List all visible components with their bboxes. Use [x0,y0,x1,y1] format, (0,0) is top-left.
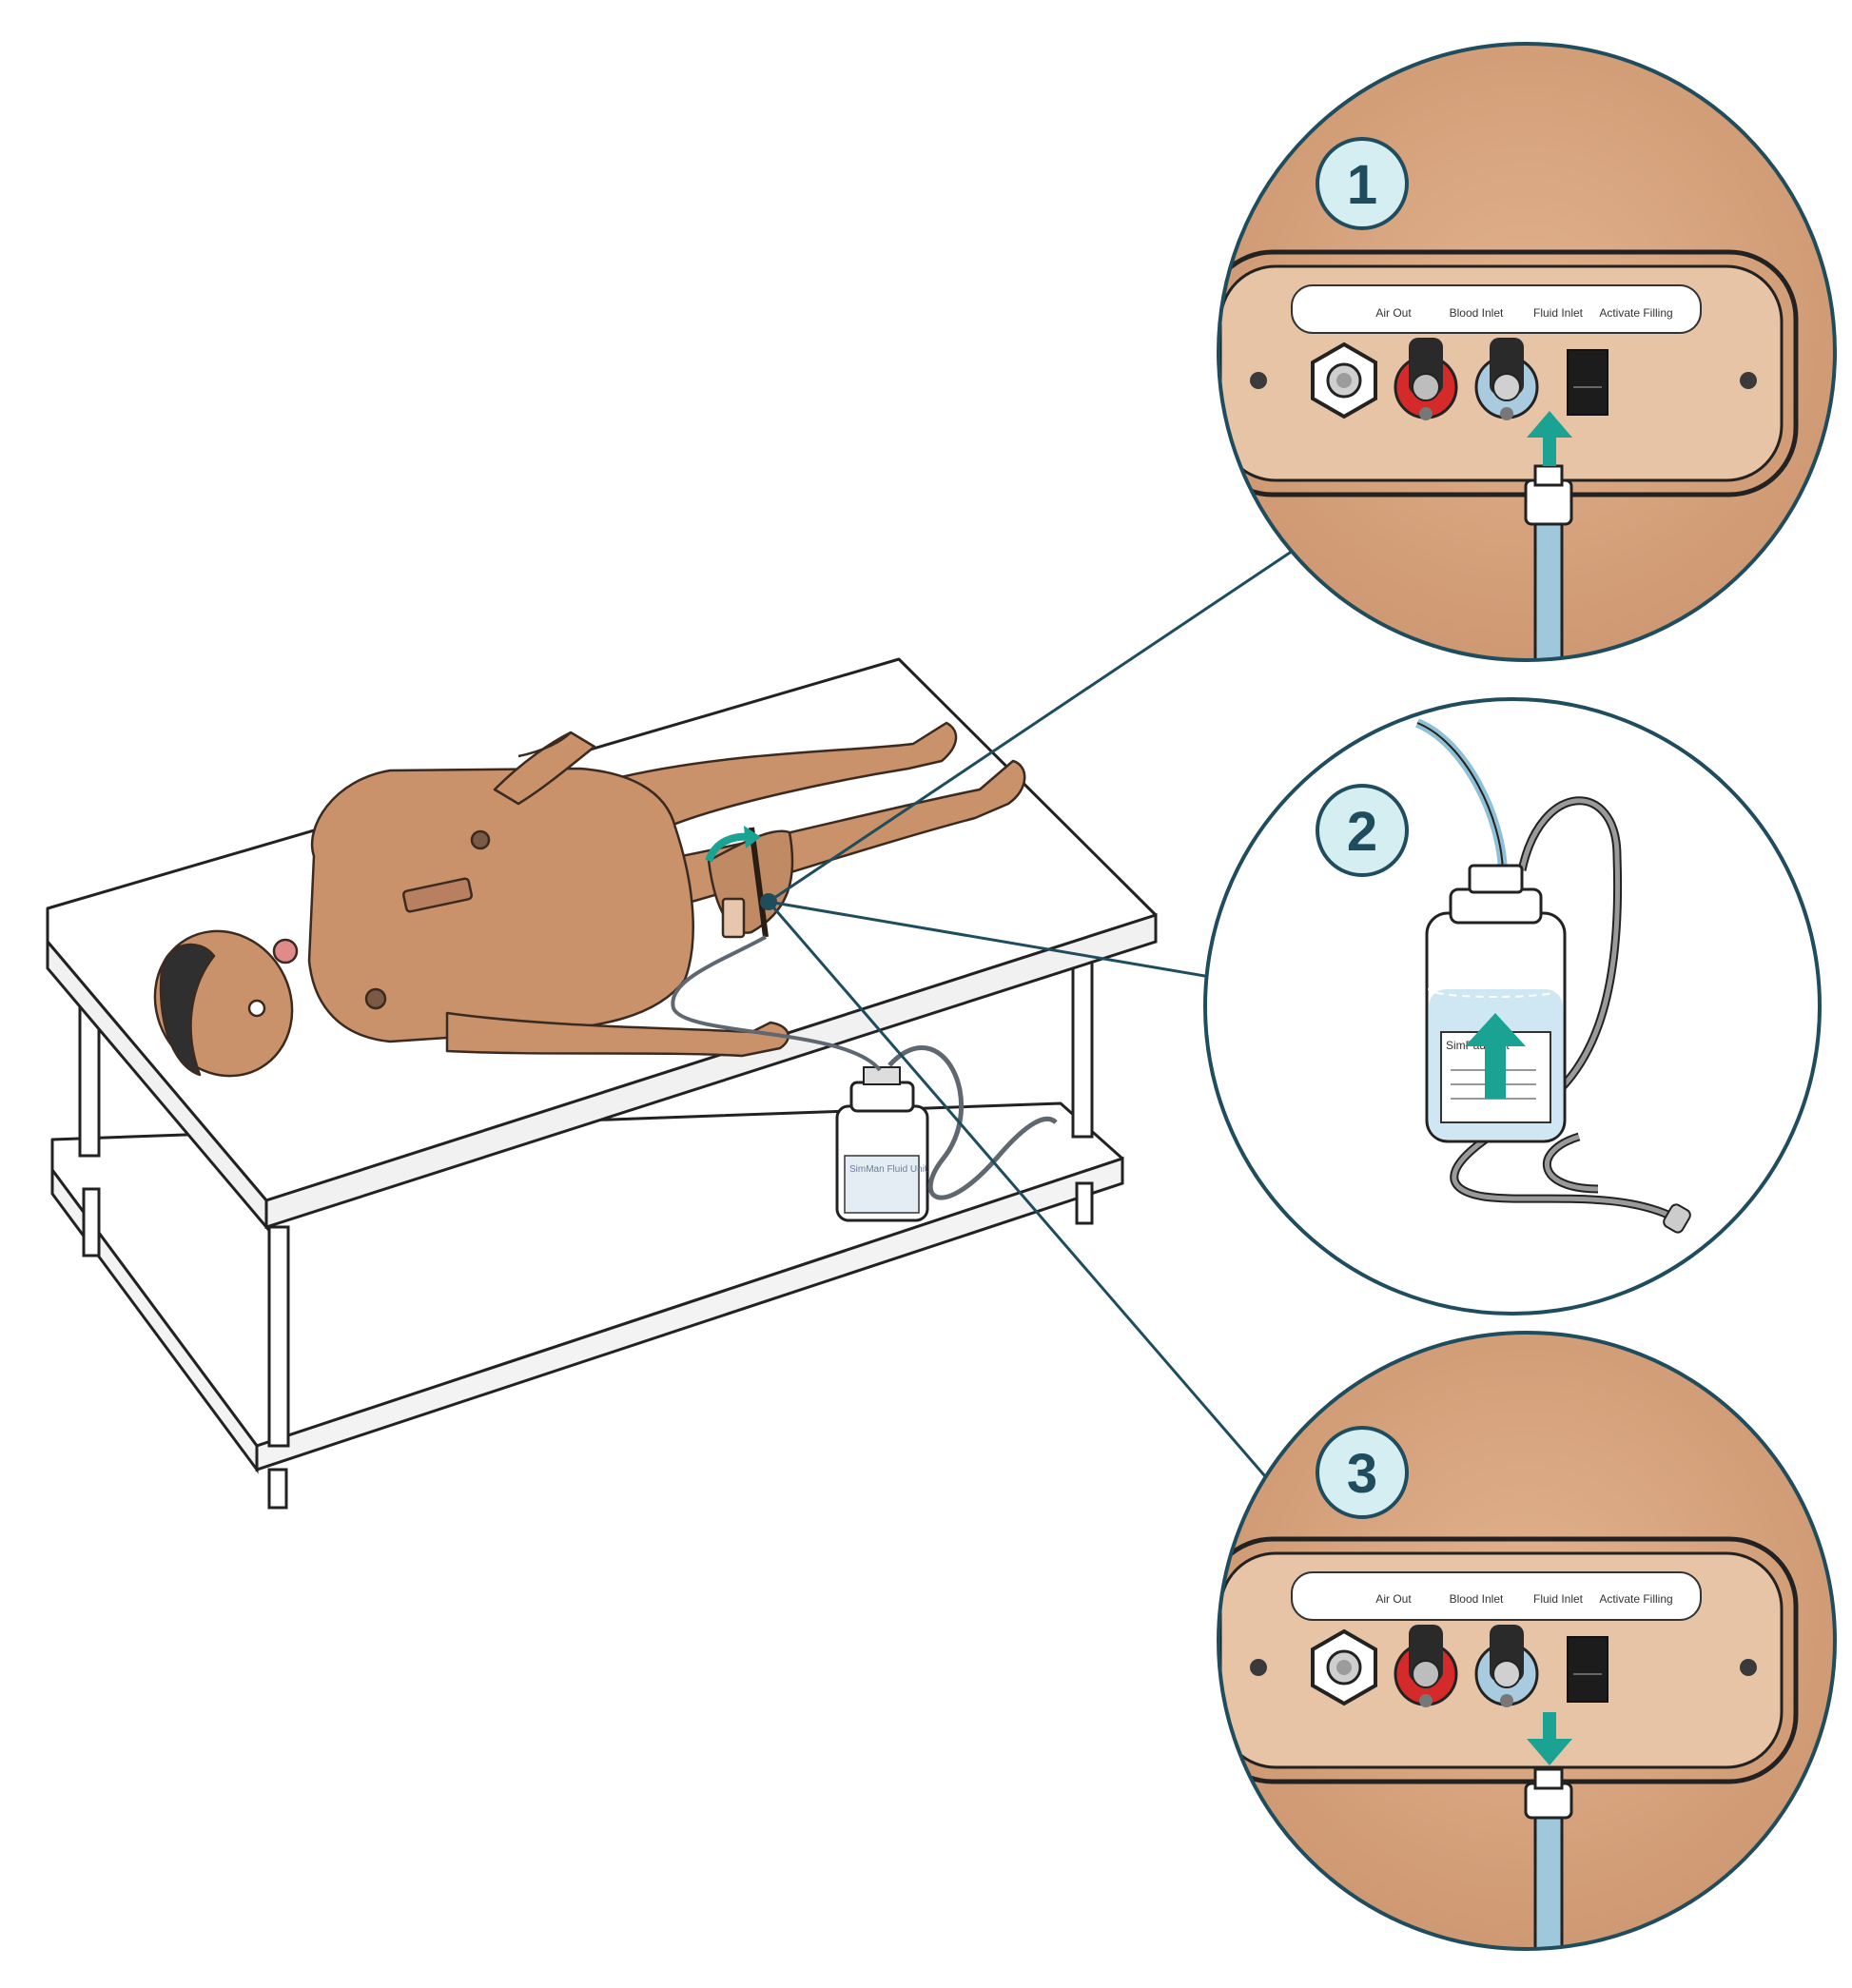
label-blood-inlet: Blood Inlet [1450,306,1504,320]
label-fluid-inlet-3: Fluid Inlet [1533,1592,1584,1606]
manikin [153,721,1026,1078]
filler-tube [887,1045,1058,1200]
label-activate-filling-3: Activate Filling [1599,1592,1672,1606]
label-activate-filling: Activate Filling [1599,306,1672,320]
label-fluid-inlet: Fluid Inlet [1533,306,1584,320]
insert-arrow-icon [1543,433,1556,466]
callout-3-number: 3 [1347,1443,1377,1505]
callout-2-number: 2 [1347,801,1377,863]
callout-3: Air Out Blood Inlet Fluid Inlet Activate… [1217,1331,1837,1951]
remove-arrow-icon [1543,1712,1556,1743]
callout-lines [767,547,1296,1477]
label-air-out: Air Out [1375,306,1412,320]
label-blood-inlet-3: Blood Inlet [1450,1592,1504,1606]
belt-arrowhead-icon [744,826,761,848]
bottle-small-label: SimMan Fluid Unit [849,1164,927,1175]
fill-arrow-icon [1485,1042,1506,1099]
label-air-out-3: Air Out [1375,1592,1412,1606]
callout-origin-dot [760,893,777,910]
callout-2: SimPad Unit 2 [1203,697,1822,1316]
callout-1-number: 1 [1347,154,1377,216]
reservoir-bottle: SimMan Fluid Unit [835,1066,929,1222]
callout-1: Air Out Blood Inlet Fluid Inlet Activate… [1217,42,1837,662]
fluid-tube [671,935,882,1072]
